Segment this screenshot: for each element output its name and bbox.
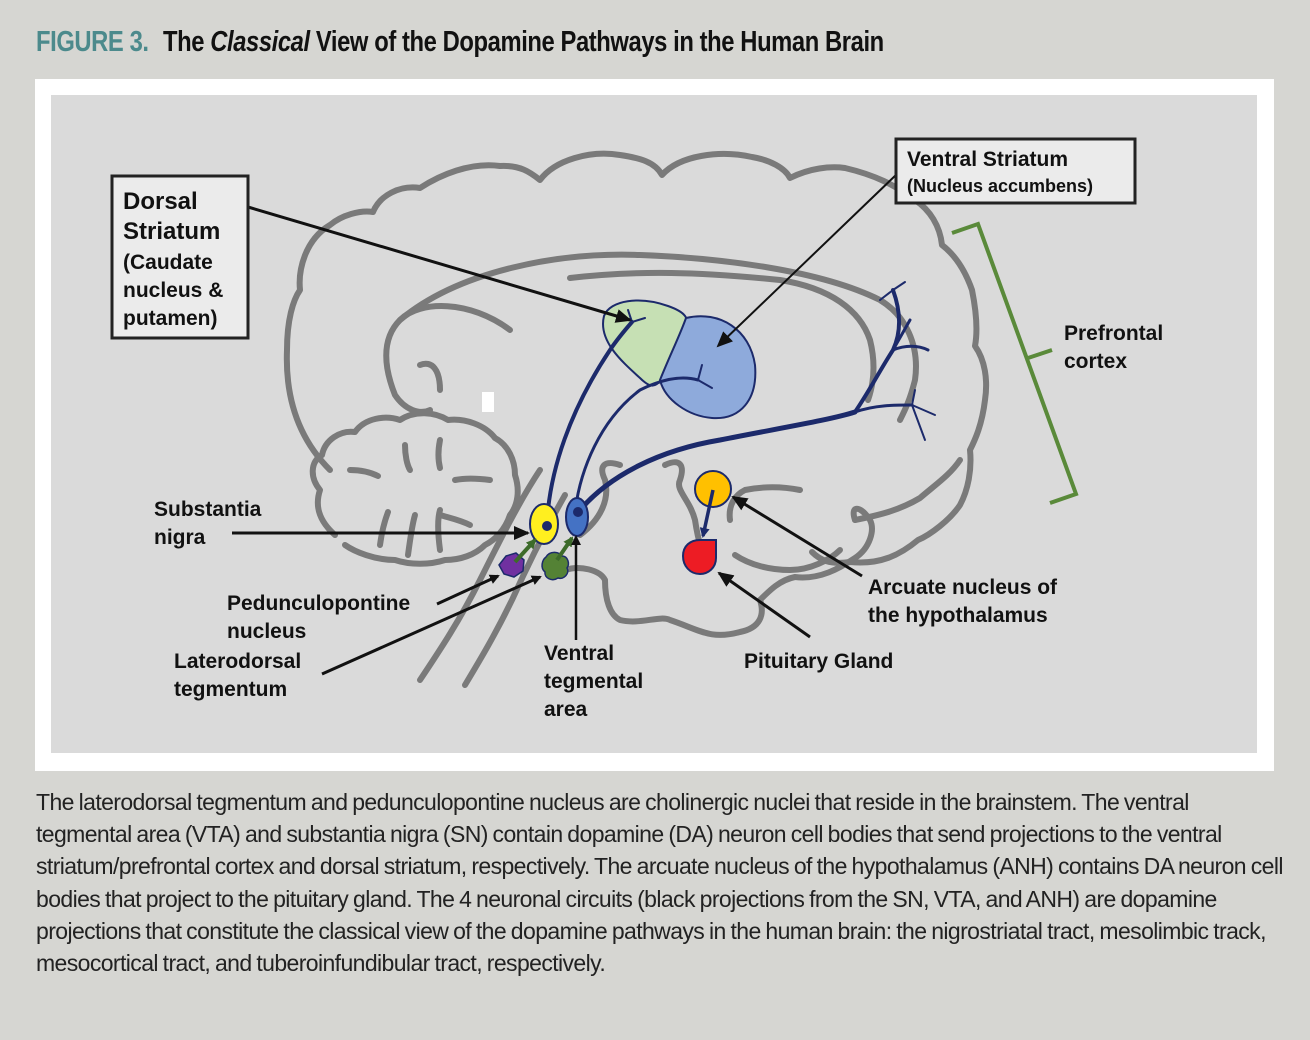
cerebellum-fold-4 [437, 512, 473, 528]
fornix-arc [567, 269, 877, 403]
ventral-striatum-label-1: Ventral Striatum [907, 148, 1068, 171]
substantia-nigra-label-1: Substantia [154, 498, 262, 521]
brain-outline [283, 150, 990, 688]
cerebellum-fold-2 [405, 512, 418, 558]
lower-frontal [852, 457, 963, 523]
mesocortical-branch-g [892, 281, 906, 291]
dopamine-projections [545, 281, 936, 524]
dorsal-striatum-label-3: (Caudate [123, 251, 213, 274]
dorsal-striatum-label-2: Striatum [123, 218, 220, 245]
vta-nucleus [565, 497, 589, 537]
ppn-to-sn-arrow [513, 538, 537, 564]
pedunculopontine-label-1: Pedunculopontine [227, 592, 410, 615]
midbrain [577, 460, 623, 538]
figure-label: FIGURE 3. [36, 26, 149, 58]
mesocortical-branch-d [911, 404, 936, 416]
diagram-panel [51, 95, 1257, 753]
prefrontal-bracket [951, 221, 1079, 505]
arcuate-label-2: the hypothalamus [868, 604, 1048, 627]
ventral-striatum-box [894, 137, 1137, 205]
substantia-nigra-soma [542, 521, 552, 531]
mesocortical-branch-a [891, 344, 930, 352]
title-pre: The [162, 26, 205, 58]
corpus-callosum-outer [383, 303, 513, 415]
mesocortical-branch-h [879, 289, 894, 301]
mesocortical-branch-c [853, 403, 914, 414]
vta-label-3: area [544, 698, 588, 721]
mesocortical-tract [577, 409, 858, 513]
white-marker [482, 392, 494, 412]
laterodorsal-label-2: tegmentum [174, 678, 287, 701]
mesocortical-branch-b [891, 318, 912, 352]
nigrostriatal-tract [545, 320, 634, 524]
vta-label-1: Ventral [544, 642, 614, 665]
mesocortical-branch-f [911, 389, 916, 406]
pituitary-gland [681, 539, 717, 576]
temporal-lobe [757, 505, 875, 603]
hypothalamus-right [726, 484, 803, 523]
corpus-callosum-arc [397, 251, 919, 423]
pedunculopontine-label-2: nucleus [227, 620, 306, 643]
substantia-nigra-label-2: nigra [154, 526, 206, 549]
cerebellum-fold-6 [347, 467, 381, 479]
pons [562, 565, 765, 638]
arcuate-label-1: Arcuate nucleus of [868, 576, 1058, 599]
dorsal-striatum-label-1: Dorsal [123, 188, 198, 215]
laterodorsal-nucleus [541, 551, 570, 581]
dorsal-striatum-box [110, 174, 250, 340]
laterodorsal-label-1: Laterodorsal [174, 650, 301, 673]
pituitary-pointer [717, 571, 811, 639]
cerebellum-fold-5 [452, 475, 493, 483]
dorsal-striatum-label-4: nucleus & [123, 279, 223, 302]
cerebellum [309, 410, 521, 567]
dorsal-striatum-pointer [247, 205, 632, 323]
arcuate-nucleus [694, 470, 732, 508]
ventral-striatum-pointer [716, 172, 899, 348]
laterodorsal-pointer [321, 575, 542, 676]
inner-ventricle [417, 360, 443, 393]
ventral-striatum-label-2: (Nucleus accumbens) [907, 176, 1093, 196]
pituitary-label: Pituitary Gland [744, 650, 893, 673]
cerebellum-fold-7 [402, 442, 413, 473]
pedunculopontine-pointer [436, 574, 500, 606]
brainstem-left [417, 467, 543, 683]
mesolimbic-tract [573, 376, 700, 514]
tuberoinfundibular-arrow [699, 489, 715, 538]
cerebellum-fold-1 [377, 509, 391, 548]
vta-label-2: tegmental [544, 670, 643, 693]
dorsal-striatum-label-5: putamen) [123, 307, 218, 330]
prefrontal-label-2: cortex [1064, 350, 1127, 373]
cerebellum-fold-8 [435, 437, 443, 471]
mesolimbic-branch-2 [697, 379, 713, 389]
title-post: View of the Dopamine Pathways in the Hum… [315, 26, 884, 58]
figure-title: FIGURE 3. The Classical View of the Dopa… [36, 26, 884, 59]
prefrontal-label-1: Prefrontal [1064, 322, 1163, 345]
cerebrum-outline [283, 150, 990, 566]
ldt-to-vta-arrow [555, 536, 574, 562]
mesolimbic-branch-1 [697, 364, 703, 381]
temporal-inner [732, 547, 843, 573]
mesocortical-branch-e [911, 404, 926, 441]
vta-soma [573, 507, 583, 517]
title-italic: Classical [210, 26, 310, 58]
arcuate-pointer [731, 495, 863, 578]
brain-diagram: Dorsal Striatum (Caudate nucleus & putam… [110, 137, 1163, 721]
nigrostriatal-branch-2 [631, 317, 646, 323]
figure-caption: The laterodorsal tegmentum and pedunculo… [36, 789, 1283, 977]
